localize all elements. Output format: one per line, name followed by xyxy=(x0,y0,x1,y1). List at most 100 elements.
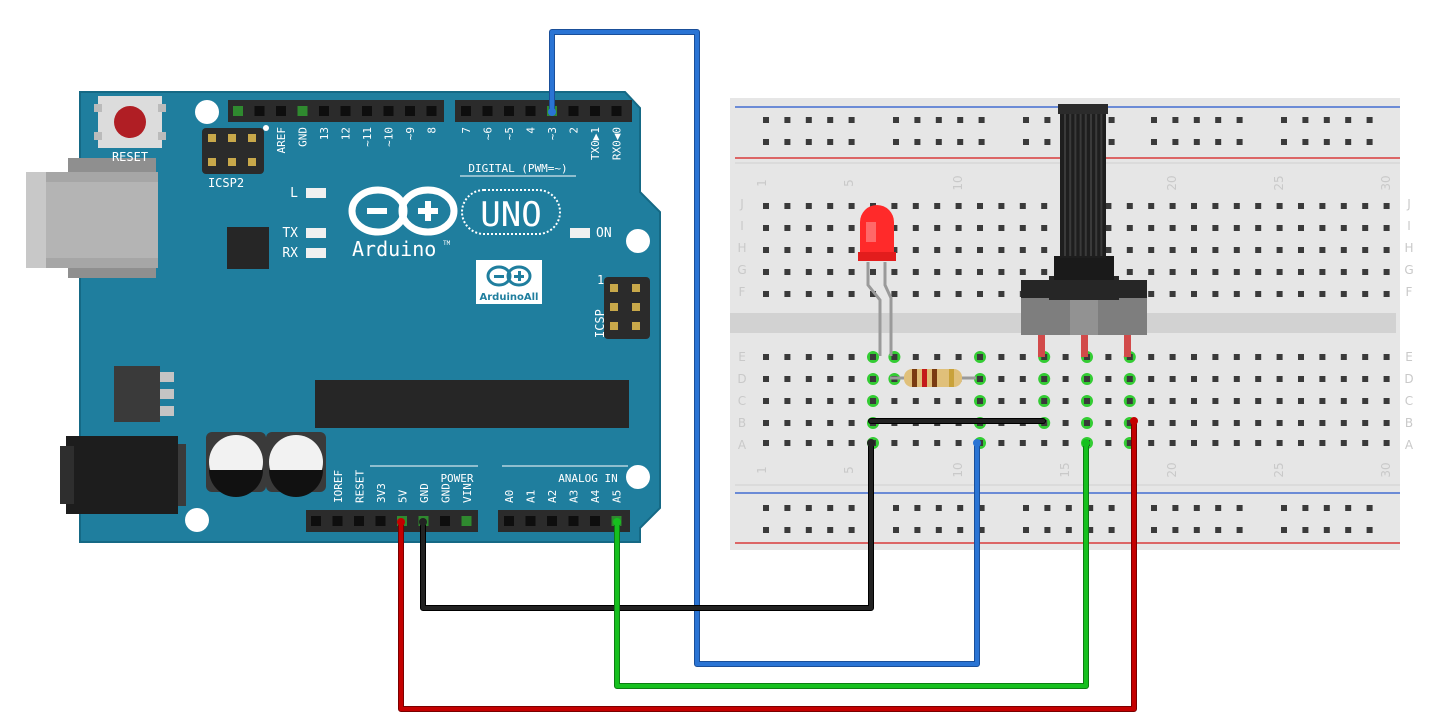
breadboard-hole xyxy=(1148,225,1155,231)
rail-hole xyxy=(805,139,812,145)
col-num-20-top: 20 xyxy=(1165,175,1179,190)
breadboard-hole xyxy=(1383,376,1390,382)
breadboard-hole xyxy=(1148,440,1155,446)
breadboard-hole xyxy=(1319,440,1326,446)
breadboard-hole xyxy=(848,420,855,426)
rail-hole xyxy=(784,139,791,145)
reset-button[interactable] xyxy=(94,96,166,148)
rail-hole xyxy=(848,139,855,145)
rail-hole xyxy=(827,117,834,123)
row-letter-e-left: E xyxy=(738,350,746,364)
header-pin xyxy=(375,516,386,526)
breadboard-hole xyxy=(1233,269,1240,275)
breadboard-hole xyxy=(977,247,983,253)
rail-hole xyxy=(805,117,812,123)
breadboard-hole xyxy=(1340,225,1347,231)
rail-hole xyxy=(1215,505,1222,511)
breadboard-hole xyxy=(934,225,941,231)
pin-label: RX0◀0 xyxy=(611,127,624,160)
rail-hole xyxy=(957,527,964,533)
header-pin xyxy=(362,106,372,116)
breadboard-hole xyxy=(1191,398,1197,404)
breadboard-hole xyxy=(1298,376,1304,382)
breadboard-hole xyxy=(891,247,898,253)
rail-hole xyxy=(935,117,942,123)
col-num-10-bottom: 10 xyxy=(951,462,965,477)
rail-hole xyxy=(805,505,812,511)
breadboard-hole xyxy=(1362,225,1369,231)
row-letter-h-right: H xyxy=(1404,241,1413,255)
breadboard-hole xyxy=(870,398,876,404)
pin-label: GND xyxy=(297,127,310,147)
breadboard-hole xyxy=(763,398,769,404)
breadboard-hole xyxy=(870,376,876,382)
rail-hole xyxy=(914,139,921,145)
col-num-25-bottom: 25 xyxy=(1272,462,1286,477)
header-pin xyxy=(319,106,329,116)
rail-hole xyxy=(1366,505,1373,511)
breadboard-hole xyxy=(1062,440,1069,446)
pin-label: A0 xyxy=(503,490,516,503)
rail-hole xyxy=(1366,117,1373,123)
header-pin xyxy=(254,106,265,116)
header-pin xyxy=(297,106,308,116)
header-pin xyxy=(340,106,351,116)
voltage-regulator xyxy=(114,366,174,422)
rail-hole xyxy=(1151,505,1157,511)
breadboard-hole xyxy=(1062,420,1069,426)
breadboard-hole xyxy=(1212,247,1219,253)
rail-hole xyxy=(978,139,985,145)
breadboard-hole xyxy=(784,376,791,382)
breadboard-hole xyxy=(1084,398,1090,404)
header-pin xyxy=(405,106,415,116)
icsp2-label: ICSP2 xyxy=(208,176,244,190)
rail-hole xyxy=(1345,139,1352,145)
rail-hole xyxy=(1236,117,1243,123)
breadboard-hole xyxy=(805,440,812,446)
row-letter-b-left: B xyxy=(738,416,746,430)
breadboard-hole xyxy=(1105,376,1112,382)
pin-label: A3 xyxy=(568,490,581,503)
pin-label: A2 xyxy=(546,490,559,503)
pin-label: IOREF xyxy=(332,470,345,503)
breadboard-hole xyxy=(934,247,941,253)
breadboard-hole xyxy=(1319,269,1326,275)
arduino-logo xyxy=(348,186,458,236)
breadboard-hole xyxy=(1383,398,1390,404)
breadboard-hole xyxy=(1383,203,1390,209)
icsp2-header xyxy=(202,125,269,174)
rail-hole xyxy=(957,117,964,123)
rail-hole xyxy=(1044,505,1051,511)
col-num-15-bottom: 15 xyxy=(1058,462,1072,477)
rail-hole xyxy=(1215,117,1222,123)
potentiometer[interactable] xyxy=(1021,104,1147,357)
arduinoall-badge: ArduinoAll xyxy=(476,260,542,304)
breadboard-hole xyxy=(977,354,983,360)
breadboard-hole xyxy=(1126,247,1133,253)
breadboard-hole xyxy=(1340,376,1347,382)
row-letter-i-right: I xyxy=(1407,219,1411,233)
rail-hole xyxy=(1151,117,1157,123)
breadboard-hole xyxy=(1105,440,1112,446)
rail-hole xyxy=(893,117,899,123)
breadboard-hole xyxy=(1212,203,1219,209)
breadboard-hole xyxy=(934,354,941,360)
breadboard-hole xyxy=(1169,440,1176,446)
icsp-label: ICSP xyxy=(593,309,607,338)
breadboard-hole xyxy=(1212,225,1219,231)
power-header-label: POWER xyxy=(440,472,473,485)
breadboard-hole xyxy=(1340,420,1347,426)
rail-hole xyxy=(914,505,921,511)
breadboard-hole xyxy=(998,203,1005,209)
breadboard-hole xyxy=(998,354,1005,360)
breadboard-hole xyxy=(1255,420,1262,426)
breadboard-hole xyxy=(1019,354,1026,360)
rail-hole xyxy=(848,117,855,123)
led-tx-label: TX xyxy=(282,226,298,241)
breadboard-hole xyxy=(977,225,983,231)
breadboard-hole xyxy=(1212,398,1219,404)
rail-hole xyxy=(1044,527,1051,533)
breadboard-hole xyxy=(784,398,791,404)
breadboard-hole xyxy=(1255,398,1262,404)
rail-hole xyxy=(1366,139,1373,145)
